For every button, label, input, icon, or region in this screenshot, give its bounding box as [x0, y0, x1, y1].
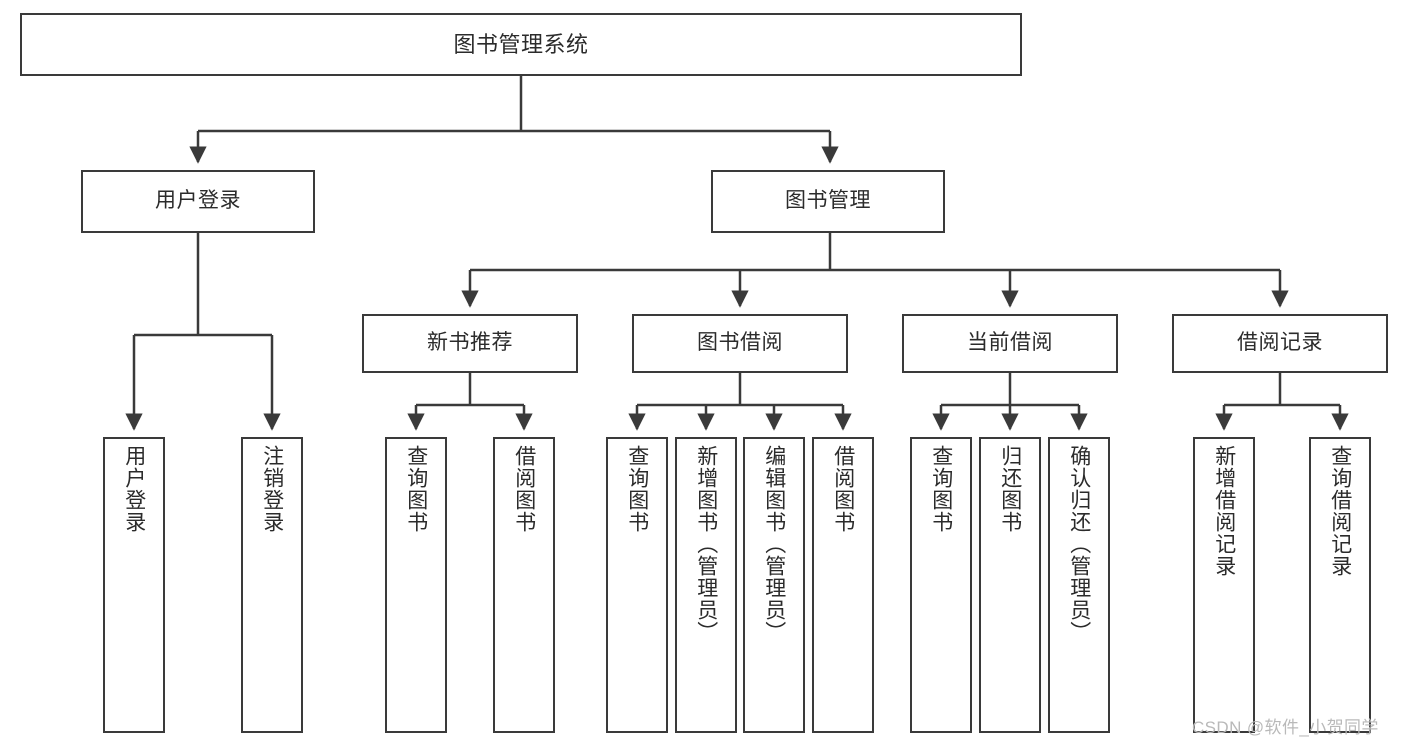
node-leaf-edit-book-label: 编辑图书（管理员）	[762, 445, 786, 643]
node-leaf-query-record[interactable]: 查询借阅记录	[1309, 437, 1371, 733]
node-root[interactable]: 图书管理系统	[20, 13, 1022, 76]
node-borrow-record-label: 借阅记录	[1237, 331, 1323, 355]
node-leaf-confirm-return[interactable]: 确认归还（管理员）	[1048, 437, 1110, 733]
node-current-borrow-label: 当前借阅	[967, 331, 1053, 355]
node-current-borrow[interactable]: 当前借阅	[902, 314, 1118, 373]
node-leaf-query-book-3[interactable]: 查询图书	[910, 437, 972, 733]
node-leaf-query-book-2[interactable]: 查询图书	[606, 437, 668, 733]
node-leaf-query-book-1[interactable]: 查询图书	[385, 437, 447, 733]
node-user-login-label: 用户登录	[155, 189, 241, 213]
node-root-label: 图书管理系统	[453, 31, 589, 57]
node-leaf-borrow-book-2[interactable]: 借阅图书	[812, 437, 874, 733]
node-leaf-return-book-label: 归还图书	[998, 445, 1022, 533]
node-borrow-record[interactable]: 借阅记录	[1172, 314, 1388, 373]
node-leaf-query-book-2-label: 查询图书	[625, 445, 649, 533]
node-leaf-logout-login-label: 注销登录	[260, 445, 284, 533]
node-leaf-query-record-label: 查询借阅记录	[1328, 445, 1352, 577]
node-leaf-add-book[interactable]: 新增图书（管理员）	[675, 437, 737, 733]
node-leaf-edit-book[interactable]: 编辑图书（管理员）	[743, 437, 805, 733]
node-new-book-recommend-label: 新书推荐	[427, 331, 513, 355]
node-leaf-confirm-return-label: 确认归还（管理员）	[1067, 445, 1091, 643]
node-book-manage[interactable]: 图书管理	[711, 170, 945, 233]
node-leaf-borrow-book-1-label: 借阅图书	[512, 445, 536, 533]
node-leaf-borrow-book-1[interactable]: 借阅图书	[493, 437, 555, 733]
node-leaf-borrow-book-2-label: 借阅图书	[831, 445, 855, 533]
node-user-login[interactable]: 用户登录	[81, 170, 315, 233]
node-leaf-logout-login[interactable]: 注销登录	[241, 437, 303, 733]
node-leaf-add-record-label: 新增借阅记录	[1212, 445, 1236, 577]
node-book-manage-label: 图书管理	[785, 189, 871, 213]
node-leaf-user-login-label: 用户登录	[122, 445, 146, 533]
node-leaf-add-book-label: 新增图书（管理员）	[694, 445, 718, 643]
node-book-borrow-label: 图书借阅	[697, 331, 783, 355]
node-new-book-recommend[interactable]: 新书推荐	[362, 314, 578, 373]
node-leaf-query-book-1-label: 查询图书	[404, 445, 428, 533]
node-leaf-add-record[interactable]: 新增借阅记录	[1193, 437, 1255, 733]
node-leaf-return-book[interactable]: 归还图书	[979, 437, 1041, 733]
node-book-borrow[interactable]: 图书借阅	[632, 314, 848, 373]
node-leaf-user-login[interactable]: 用户登录	[103, 437, 165, 733]
node-leaf-query-book-3-label: 查询图书	[929, 445, 953, 533]
